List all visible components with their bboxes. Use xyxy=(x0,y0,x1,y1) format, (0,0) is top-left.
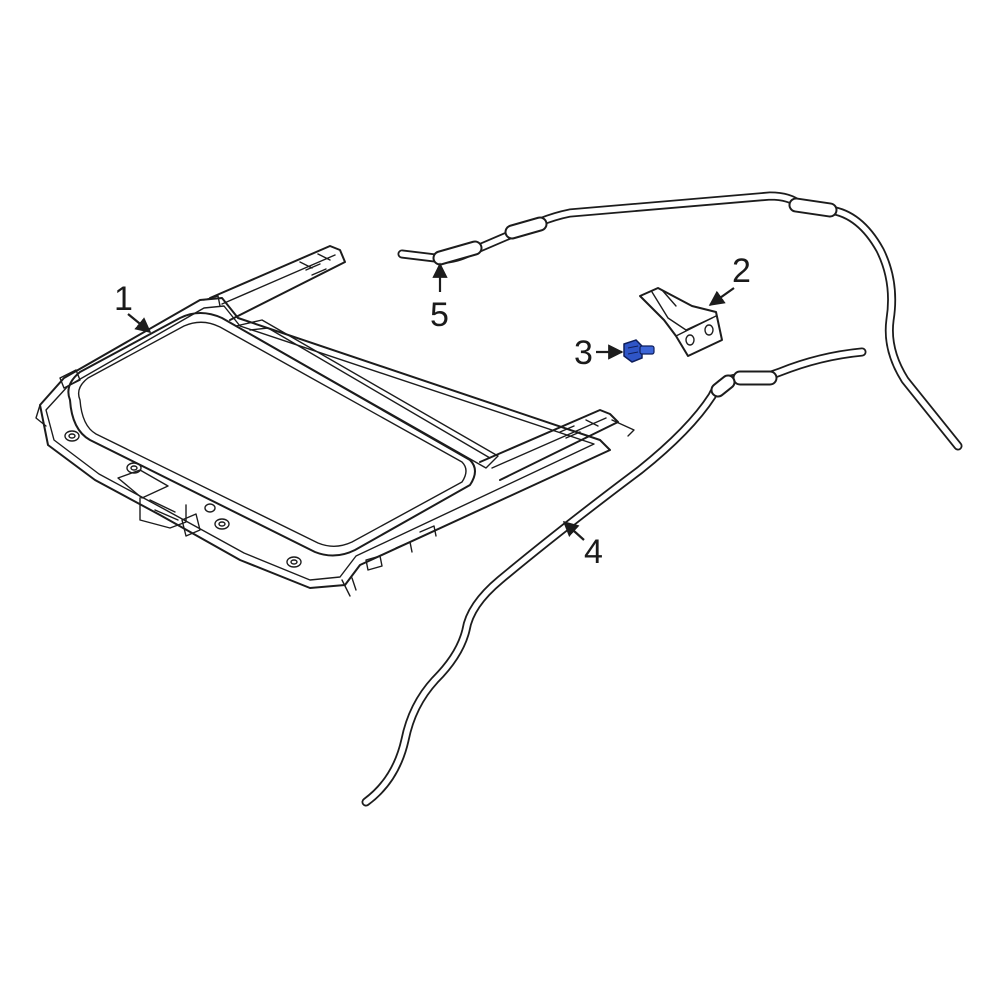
push-pin-clip[interactable] xyxy=(623,339,655,363)
callout-label-2: 2 xyxy=(732,252,751,290)
callout-3: 3 xyxy=(574,334,624,372)
callout-arrow-2 xyxy=(708,287,735,306)
callout-1: 1 xyxy=(114,280,152,333)
callout-2: 2 xyxy=(708,252,751,306)
callout-4: 4 xyxy=(562,520,603,571)
callout-arrow-1 xyxy=(127,313,152,333)
rear-drain-hose[interactable] xyxy=(361,347,867,807)
callout-label-1: 1 xyxy=(114,280,133,318)
callout-label-4: 4 xyxy=(584,533,603,571)
callout-arrow-4 xyxy=(562,520,585,541)
hose-bracket[interactable] xyxy=(639,287,723,357)
sunroof-frame-assembly[interactable] xyxy=(35,245,635,597)
callout-5: 5 xyxy=(430,262,449,334)
callout-label-5: 5 xyxy=(430,296,449,334)
callout-label-3: 3 xyxy=(574,334,593,372)
front-drain-hose[interactable] xyxy=(397,191,963,451)
